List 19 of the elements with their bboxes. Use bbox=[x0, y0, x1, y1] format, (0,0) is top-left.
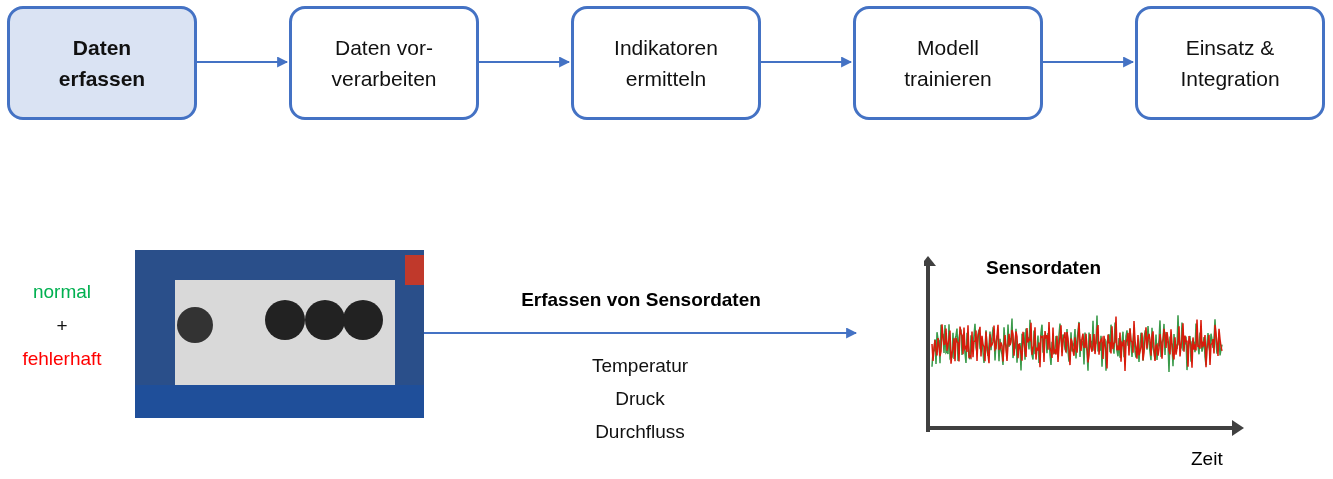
active-process-box: Daten erfassen bbox=[7, 6, 197, 120]
arrow bbox=[1043, 56, 1135, 68]
state-label: normal bbox=[31, 281, 93, 303]
sensor-quantity: Druck bbox=[614, 388, 666, 410]
sensor-quantity: Temperatur bbox=[590, 355, 690, 377]
photo-placeholder bbox=[135, 250, 424, 418]
process-box: Indikatoren ermitteln bbox=[571, 6, 761, 120]
arrow bbox=[761, 56, 853, 68]
arrow bbox=[424, 327, 858, 339]
process-box: Modell trainieren bbox=[853, 6, 1043, 120]
axis-label: Zeit bbox=[1191, 448, 1223, 470]
process-box: Daten vor-verarbeiten bbox=[289, 6, 479, 120]
arrow bbox=[197, 56, 289, 68]
chart-title: Sensordaten bbox=[986, 257, 1102, 279]
plus-sign: + bbox=[55, 315, 69, 337]
sensor-quantity: Durchfluss bbox=[594, 421, 686, 443]
state-label: fehlerhaft bbox=[21, 348, 103, 370]
process-box: Einsatz & Integration bbox=[1135, 6, 1325, 120]
arrow bbox=[479, 56, 571, 68]
